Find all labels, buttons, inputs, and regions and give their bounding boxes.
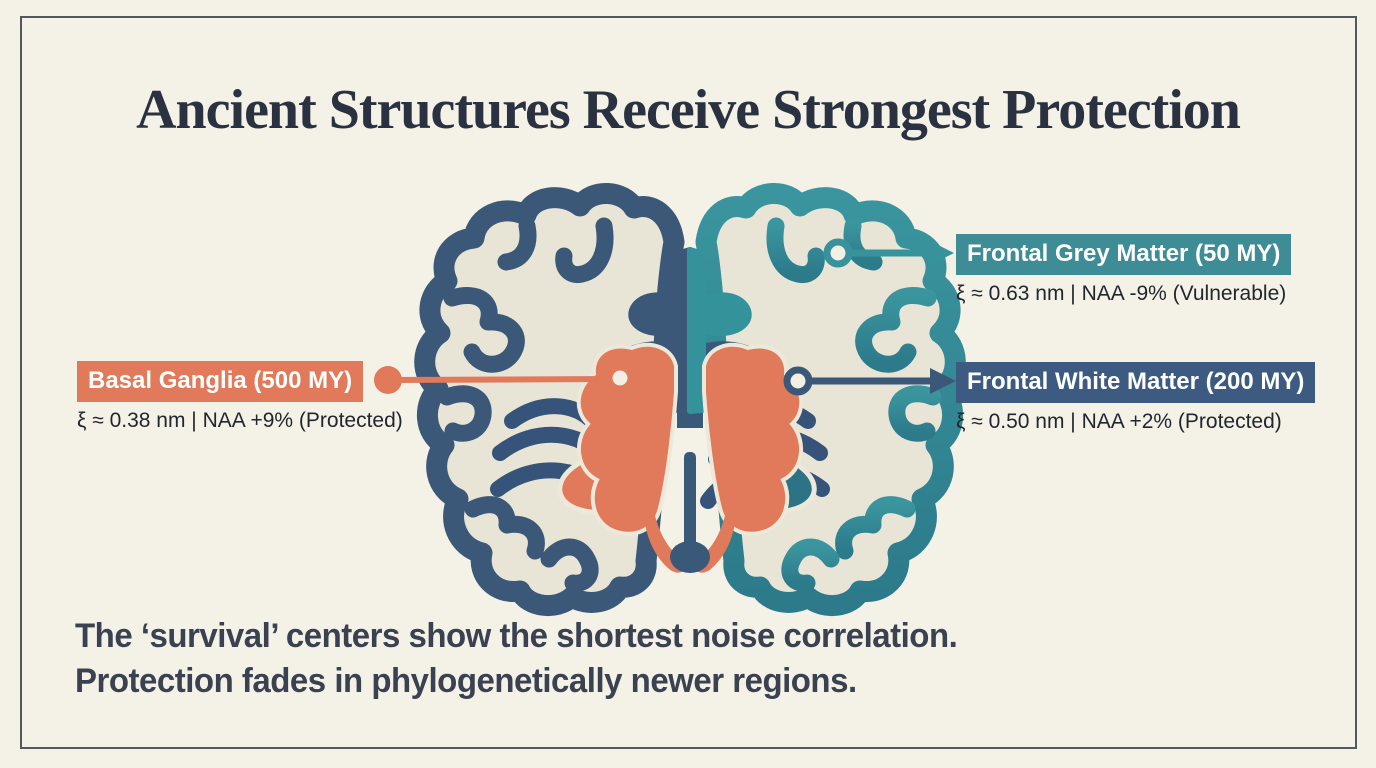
- connector-frontal-white: [783, 366, 956, 396]
- callout-basal-ganglia-detail: ξ ≈ 0.38 nm | NAA +9% (Protected): [77, 409, 403, 432]
- connector-ring-icon: [783, 366, 813, 396]
- third-ventricle: [684, 452, 696, 548]
- arrow-icon: [930, 368, 956, 394]
- connector-ring-icon: [823, 238, 853, 268]
- callout-frontal-white-label: Frontal White Matter (200 MY): [956, 362, 1316, 403]
- midbrain: [670, 541, 710, 573]
- callout-frontal-grey-detail: ξ ≈ 0.63 nm | NAA -9% (Vulnerable): [956, 282, 1287, 305]
- connector-frontal-grey: [823, 238, 954, 268]
- callout-frontal-white: Frontal White Matter (200 MY) ξ ≈ 0.50 n…: [956, 362, 1316, 434]
- caption-line-1: The ‘survival’ centers show the shortest…: [75, 617, 958, 655]
- connector-dot-icon: [374, 366, 402, 394]
- caption-line-2: Protection fades in phylogenetically new…: [75, 662, 857, 700]
- basal-ganglia-right: [693, 342, 804, 573]
- page-title: Ancient Structures Receive Strongest Pro…: [136, 79, 1241, 141]
- caption: The ‘survival’ centers show the shortest…: [75, 614, 958, 704]
- callout-basal-ganglia: Basal Ganglia (500 MY) ξ ≈ 0.38 nm | NAA…: [77, 361, 403, 433]
- connector-basal-ganglia: [374, 363, 635, 394]
- callout-frontal-grey: Frontal Grey Matter (50 MY) ξ ≈ 0.63 nm …: [956, 234, 1292, 306]
- callout-basal-ganglia-label: Basal Ganglia (500 MY): [77, 361, 364, 402]
- callout-frontal-white-detail: ξ ≈ 0.50 nm | NAA +2% (Protected): [956, 410, 1282, 433]
- callout-frontal-grey-label: Frontal Grey Matter (50 MY): [956, 234, 1292, 275]
- arrow-icon: [928, 240, 954, 266]
- connector-ring-icon: [605, 363, 635, 393]
